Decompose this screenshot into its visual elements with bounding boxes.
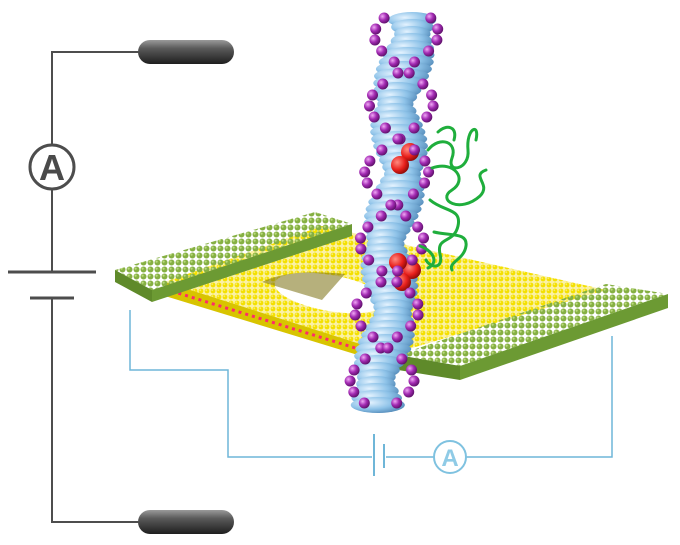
dna-phosphate — [364, 155, 376, 167]
inner-wire-left — [129, 310, 372, 458]
dna-phosphate — [355, 232, 366, 244]
outer-battery — [8, 270, 96, 300]
membrane-right-electrode — [398, 284, 668, 380]
dna-phosphate — [351, 298, 363, 310]
dna-phosphate — [388, 56, 400, 68]
dna-phosphate — [391, 276, 403, 288]
dna-phosphate — [403, 386, 415, 398]
dna-phosphate — [348, 386, 360, 398]
outer-electrode-bottom — [138, 510, 234, 534]
dna-phosphate — [412, 309, 424, 321]
membrane-left-electrode — [115, 212, 352, 302]
dna-phosphate — [362, 221, 374, 233]
dna-phosphate — [344, 375, 356, 387]
outer-wire-bottom — [51, 298, 140, 523]
dna-phosphate — [423, 45, 435, 57]
dna-phosphate — [412, 221, 424, 233]
dna-phosphate — [391, 331, 403, 343]
dna-phosphate — [375, 210, 387, 222]
dna-phosphate — [375, 276, 387, 288]
dna-phosphate — [376, 144, 388, 156]
inner-ammeter: A — [433, 440, 467, 474]
dna-helix — [344, 12, 444, 413]
dna-phosphate — [407, 188, 419, 200]
dna-phosphate — [377, 78, 389, 90]
dna-phosphate — [409, 56, 420, 68]
dna-phosphate — [348, 364, 360, 376]
outer-ammeter: A — [28, 143, 76, 191]
dna-phosphate — [391, 397, 403, 409]
outer-electrode-top — [138, 40, 234, 64]
outer-wire-top — [51, 51, 140, 145]
dna-phosphate — [376, 265, 388, 277]
dna-phosphate — [379, 122, 391, 134]
dna-phosphate — [406, 254, 418, 266]
dna-phosphate — [419, 155, 431, 167]
dna-phosphate — [432, 23, 444, 35]
dna-phosphate — [376, 45, 388, 57]
inner-wire-right — [466, 336, 613, 458]
dna-phosphate — [412, 298, 424, 310]
outer-circuit: A — [8, 40, 234, 534]
dna-phosphate — [400, 210, 412, 222]
dna-phosphate — [359, 166, 371, 178]
dna-phosphate — [403, 67, 415, 79]
dna-phosphate — [427, 100, 439, 112]
protein-ribbon — [418, 125, 488, 272]
dna-phosphate — [382, 342, 394, 354]
dna-highlight-base — [391, 156, 409, 174]
dna-phosphate — [370, 23, 382, 35]
dna-phosphate — [371, 188, 383, 200]
dna-phosphate — [378, 12, 390, 24]
dna-phosphate — [361, 177, 373, 189]
dna-phosphate — [408, 375, 420, 387]
dna-phosphate — [392, 67, 404, 79]
dna-phosphate — [426, 89, 438, 101]
dna-phosphate — [392, 265, 404, 277]
dna-phosphate — [355, 320, 367, 332]
dna-phosphate — [425, 12, 437, 24]
dna-phosphate — [367, 89, 378, 101]
dna-phosphate — [360, 287, 372, 299]
dna-phosphate — [409, 144, 420, 156]
dna-highlight-base — [403, 261, 421, 279]
dna-phosphate — [392, 133, 404, 145]
dna-phosphate — [396, 353, 408, 365]
dna-phosphate — [349, 309, 361, 321]
dna-phosphate — [364, 100, 375, 112]
dna-phosphate — [431, 34, 443, 46]
dna-phosphate — [418, 232, 429, 244]
dna-phosphate — [408, 122, 420, 134]
dna-phosphate — [363, 254, 375, 266]
inner-ammeter-label: A — [441, 445, 458, 472]
dna-phosphate — [419, 177, 430, 189]
dna-phosphate — [421, 111, 433, 123]
inner-circuit: A — [129, 310, 613, 476]
dna-phosphate — [369, 34, 381, 46]
dna-phosphate — [405, 320, 417, 332]
dna-phosphate — [367, 331, 379, 343]
dna-highlight-base — [389, 253, 407, 271]
dna-phosphate — [359, 353, 371, 365]
dna-phosphate — [368, 111, 380, 123]
dna-phosphate — [404, 287, 416, 299]
dna-phosphate — [355, 243, 367, 255]
inner-battery — [373, 434, 385, 476]
dna-phosphate — [385, 199, 397, 211]
dna-phosphate — [417, 78, 429, 90]
outer-ammeter-label: A — [39, 147, 65, 188]
dna-phosphate — [406, 364, 417, 376]
dna-phosphate — [358, 397, 370, 409]
